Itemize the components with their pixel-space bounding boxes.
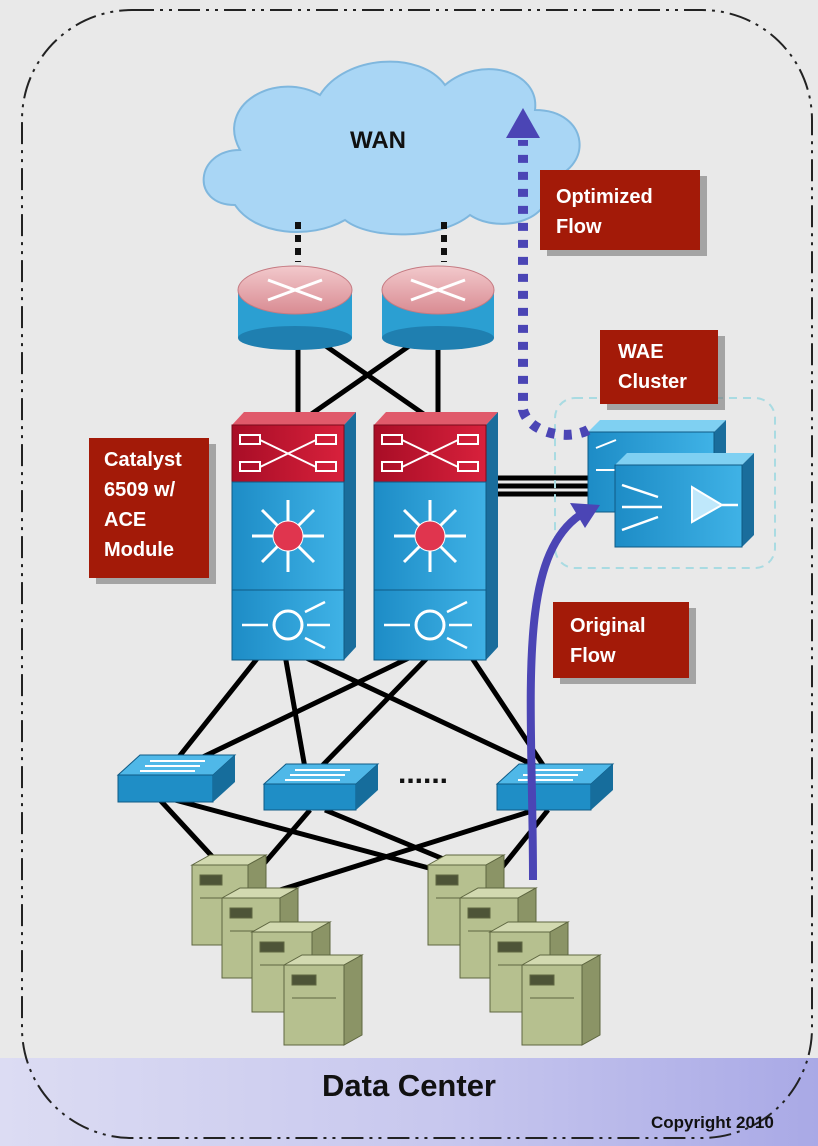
callout-optimized-flow: Optimized Flow	[540, 170, 707, 256]
optimized-flow-arrowhead-icon	[506, 108, 540, 138]
callout-catalyst-line3: ACE	[104, 509, 146, 531]
callout-wae-cluster-line2: Cluster	[618, 371, 687, 393]
original-flow-arrow	[526, 511, 583, 881]
copyright-text: Copyright 2010	[651, 1113, 774, 1132]
callout-wae-cluster: WAE Cluster	[600, 330, 725, 410]
callout-optimized-flow-line1: Optimized	[556, 186, 653, 208]
footer-bar	[0, 1058, 818, 1146]
footer-title: Data Center	[322, 1068, 496, 1103]
original-flow-arrowhead-icon	[570, 503, 600, 528]
catalyst-switch-left-icon	[231, 412, 356, 661]
access-switch-3-icon	[495, 763, 615, 811]
callout-original-flow: Original Flow	[553, 602, 696, 684]
callout-catalyst-line2: 6509 w/	[104, 479, 176, 501]
callout-wae-cluster-line1: WAE	[618, 341, 664, 363]
network-links	[158, 330, 600, 893]
callout-optimized-flow-line2: Flow	[556, 216, 602, 238]
wan-label: WAN	[350, 127, 406, 154]
callout-original-flow-line1: Original	[570, 615, 646, 637]
router-right-icon	[381, 265, 495, 350]
ellipsis-label: ......	[398, 757, 448, 790]
callout-original-flow-line2: Flow	[570, 645, 616, 667]
access-switch-1-icon	[116, 754, 237, 803]
optimized-flow-arrow	[518, 140, 591, 440]
server-stack-right-icon	[426, 854, 602, 1046]
callout-catalyst: Catalyst 6509 w/ ACE Module	[89, 438, 216, 584]
wae-appliance-front-icon	[614, 453, 754, 548]
server-stack-left-icon	[190, 854, 364, 1046]
callout-catalyst-line4: Module	[104, 539, 174, 561]
wan-cloud-icon	[202, 60, 581, 236]
catalyst-switch-right-icon	[373, 412, 498, 661]
access-switch-2-icon	[262, 763, 380, 811]
callout-catalyst-line1: Catalyst	[104, 449, 182, 471]
router-left-icon	[237, 265, 353, 350]
data-center-boundary	[21, 9, 813, 1139]
